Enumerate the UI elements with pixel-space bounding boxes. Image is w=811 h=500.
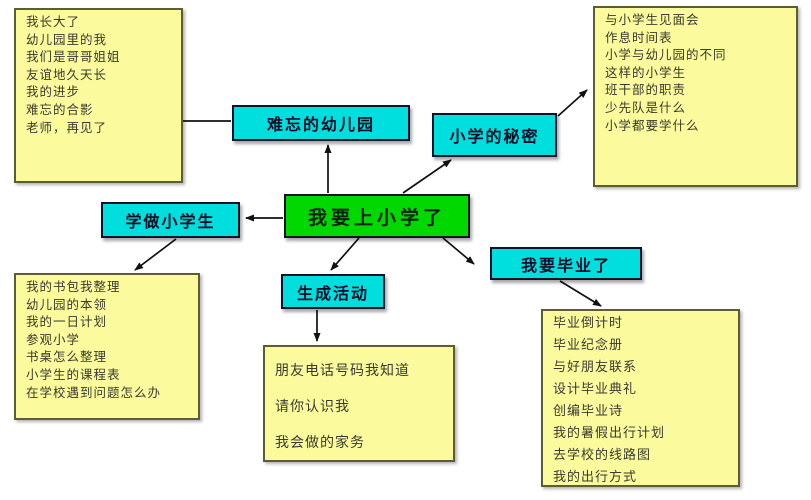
note-line: 我会做的家务 (275, 435, 365, 451)
arrow-learn-bottomleftnote (134, 238, 177, 271)
note-bottom-left: 我的书包我整理幼儿园的本领我的一日计划参观小学书桌怎么整理小学生的课程表在学校遇… (14, 273, 200, 420)
node-label: 学做小学生 (125, 212, 216, 231)
arrow-graduate-bottomrightnote (559, 280, 602, 307)
note-line: 这样的小学生 (605, 64, 687, 80)
node-label: 生成活动 (296, 283, 369, 303)
note-line: 友谊地久天长 (26, 66, 108, 82)
node-label: 我要上小学了 (307, 206, 446, 229)
note-line: 我的进步 (26, 84, 81, 100)
note-line: 朋友电话号码我知道 (275, 363, 410, 379)
note-line: 我的书包我整理 (26, 279, 121, 294)
note-line: 请你认识我 (275, 399, 350, 415)
note-line: 我长大了 (26, 14, 81, 29)
note-line: 我的一日计划 (26, 314, 108, 330)
arrow-center-graduate (442, 237, 475, 265)
node-primary-school-secret: 小学的秘密 (432, 113, 557, 157)
note-line: 与好朋友联系 (553, 360, 638, 375)
note-line: 与小学生见面会 (605, 12, 700, 27)
note-line: 作息时间表 (605, 29, 673, 45)
node-label: 难忘的幼儿园 (266, 115, 375, 134)
note-line: 我的暑假出行计划 (553, 426, 666, 441)
note-bottom-right: 毕业倒计时毕业纪念册与好朋友联系设计毕业典礼创编毕业诗我的暑假出行计划去学校的线… (541, 309, 740, 487)
note-line: 少先队是什么 (605, 99, 687, 115)
note-line: 老师，再见了 (26, 119, 108, 135)
note-line: 小学生的课程表 (26, 366, 121, 382)
note-line: 小学与幼儿园的不同 (605, 47, 727, 63)
note-line: 在学校遇到问题怎么办 (26, 384, 162, 400)
note-line: 创编毕业诗 (553, 404, 624, 419)
note-line: 书桌怎么整理 (26, 349, 108, 365)
note-line: 幼儿园里的我 (26, 31, 108, 47)
note-line: 小学都要学什么 (605, 117, 700, 133)
node-label: 小学的秘密 (449, 127, 540, 146)
note-line: 参观小学 (26, 331, 81, 347)
note-bottom-middle: 朋友电话号码我知道请你认识我我会做的家务 (263, 345, 455, 462)
note-top-left: 我长大了幼儿园里的我我们是哥哥姐姐友谊地久天长我的进步难忘的合影老师，再见了 (14, 8, 183, 183)
note-line: 毕业倒计时 (553, 316, 624, 331)
note-top-right: 与小学生见面会作息时间表小学与幼儿园的不同这样的小学生班干部的职责少先队是什么小… (593, 6, 798, 187)
note-line: 去学校的线路图 (553, 448, 652, 463)
node-center-topic: 我要上小学了 (284, 194, 470, 238)
node-generated-activities: 生成活动 (281, 274, 385, 309)
note-line: 班干部的职责 (605, 82, 687, 98)
note-line: 幼儿园的本领 (26, 296, 108, 312)
note-line: 我的出行方式 (553, 470, 638, 485)
note-line: 难忘的合影 (26, 101, 94, 117)
node-learn-to-be-pupil: 学做小学生 (101, 202, 240, 238)
arrow-center-activity (330, 237, 360, 271)
node-unforgettable-kindergarten: 难忘的幼儿园 (232, 105, 410, 141)
node-going-to-graduate: 我要毕业了 (490, 247, 642, 280)
arrow-center-secret (402, 159, 452, 194)
note-line: 我们是哥哥姐姐 (26, 49, 121, 65)
note-line: 设计毕业典礼 (553, 382, 638, 397)
node-label: 我要毕业了 (520, 255, 611, 275)
note-line: 毕业纪念册 (553, 338, 624, 353)
arrow-secret-toprightnote (557, 89, 588, 117)
